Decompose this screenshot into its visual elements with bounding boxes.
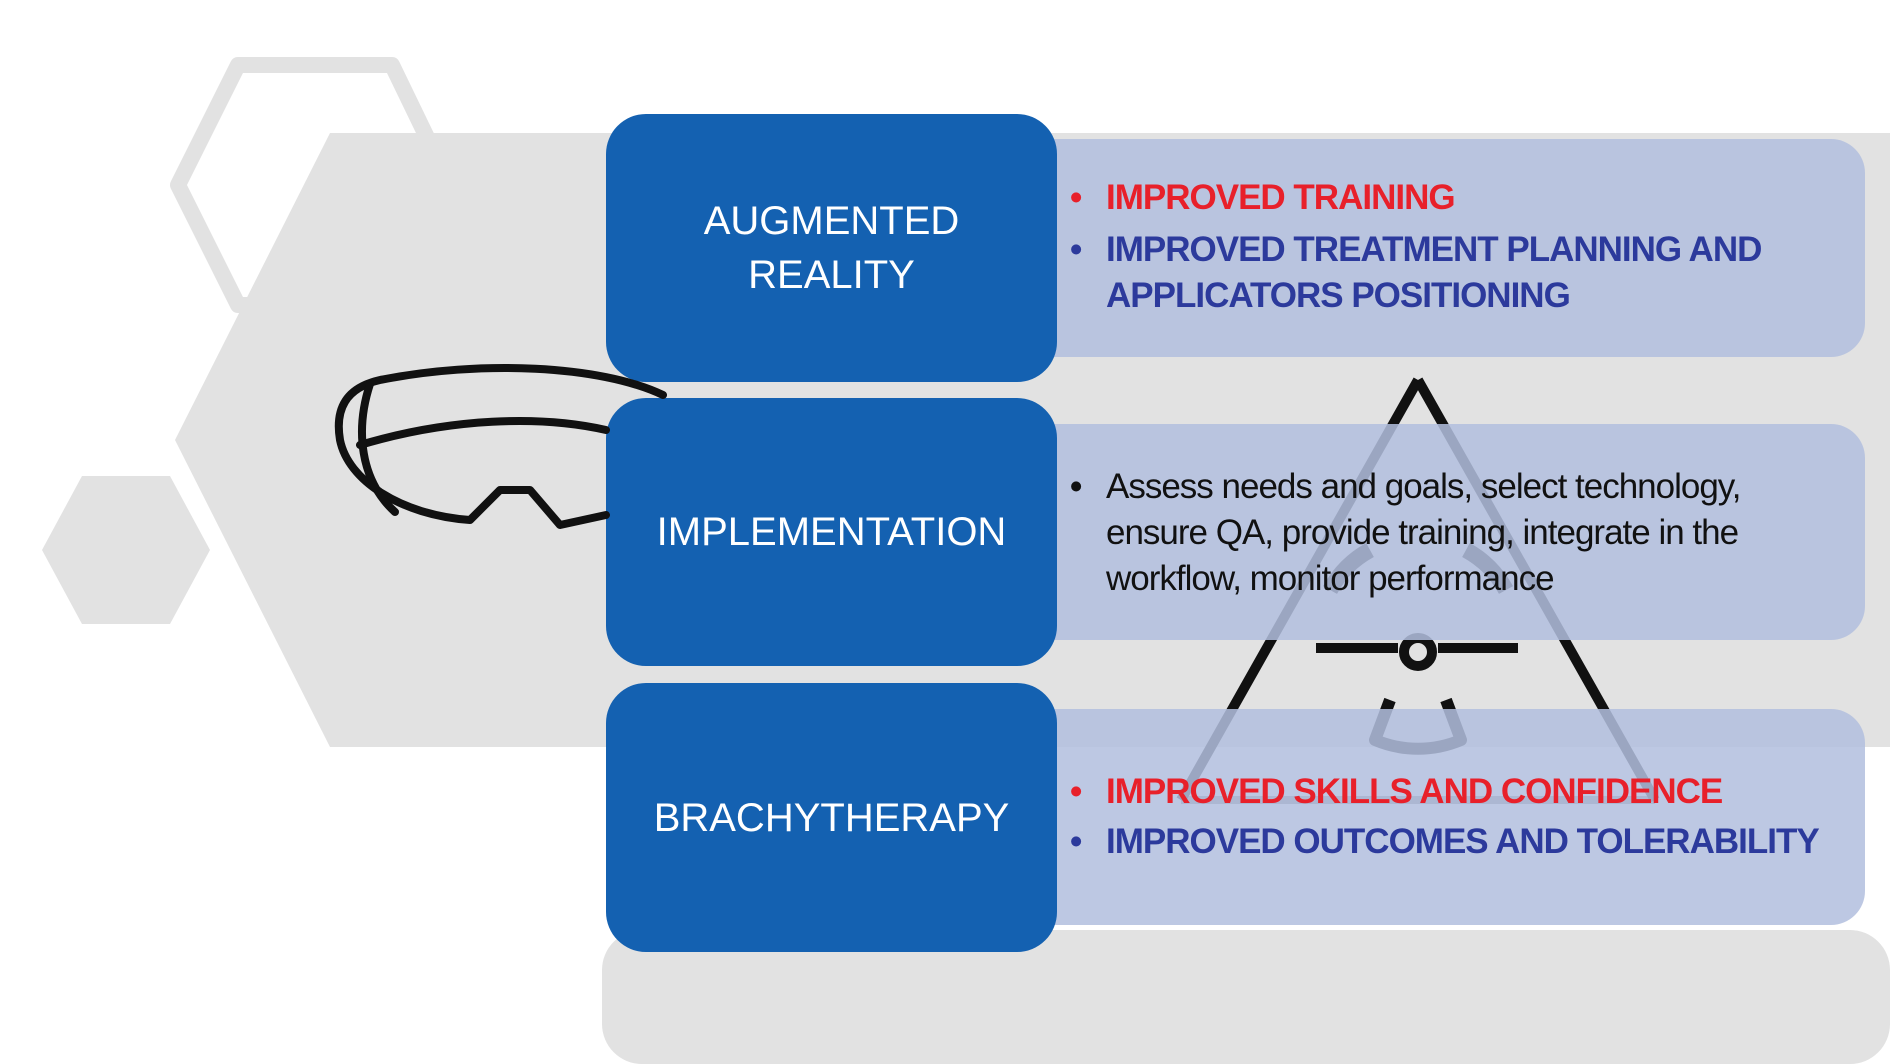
- hexagon-outline: [170, 57, 458, 313]
- implementation-panel: • Assess needs and goals, select technolo…: [1036, 424, 1865, 640]
- augmented-reality-panel: • IMPROVED TRAINING • IMPROVED TREATMENT P…: [1036, 139, 1865, 357]
- list-item: • Assess needs and goals, select technolo…: [1070, 464, 1865, 602]
- item-text: IMPROVED TRAINING: [1106, 178, 1456, 217]
- lower-gray-band: [602, 930, 1890, 1064]
- brachytherapy-panel: • IMPROVED SKILLS AND CONFIDENCE • IMPROVE…: [1036, 709, 1865, 925]
- box-label: IMPLEMENTATION: [656, 510, 1007, 554]
- list-item: • IMPROVED OUTCOMES AND TOLERABILITY: [1070, 819, 1865, 865]
- list-item: • IMPROVED TRAINING: [1070, 175, 1865, 221]
- list-item: • IMPROVED TREATMENT PLANNING AND APPLICA…: [1070, 227, 1865, 319]
- bullet: •: [1070, 772, 1082, 811]
- small-hexagon: [42, 476, 210, 624]
- bullet: •: [1070, 467, 1082, 506]
- item-text: Assess needs and goals, select technolog…: [1106, 467, 1741, 598]
- item-text: IMPROVED TREATMENT PLANNING AND APPLICAT…: [1106, 230, 1762, 315]
- augmented-reality-box: AUGMENTED REALITY: [606, 114, 1057, 382]
- bullet: •: [1070, 230, 1082, 269]
- bullet: •: [1070, 178, 1082, 217]
- item-text: IMPROVED OUTCOMES AND TOLERABILITY: [1106, 822, 1820, 861]
- brachytherapy-box: BRACHYTHERAPY: [606, 683, 1057, 952]
- box-label: BRACHYTHERAPY: [653, 795, 1010, 840]
- bullet: •: [1070, 822, 1082, 861]
- list-item: • IMPROVED SKILLS AND CONFIDENCE: [1070, 769, 1865, 815]
- implementation-box: IMPLEMENTATION: [606, 398, 1057, 666]
- item-text: IMPROVED SKILLS AND CONFIDENCE: [1106, 772, 1723, 811]
- box-label-line: AUGMENTED: [703, 199, 960, 243]
- box-label-line: REALITY: [748, 253, 915, 297]
